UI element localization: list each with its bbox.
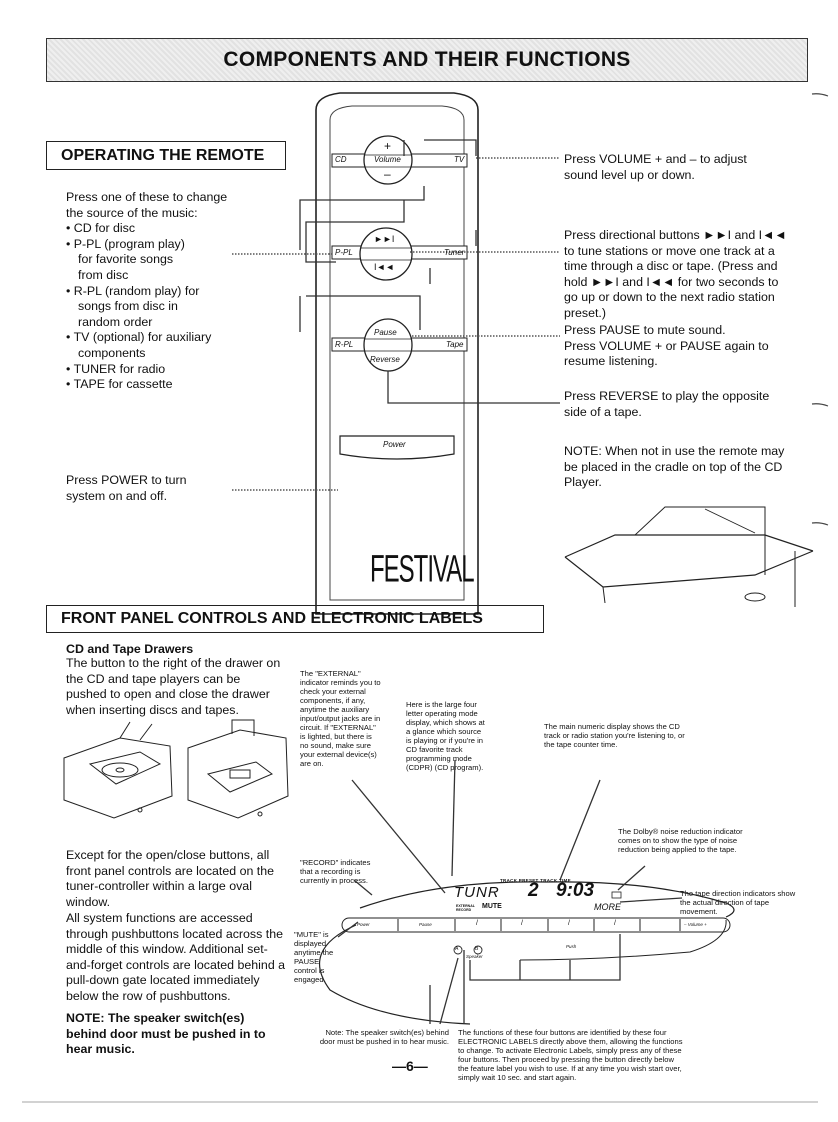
- list-item: • R-PL (random play) for songs from disc…: [66, 283, 200, 329]
- volume-button: [363, 135, 413, 185]
- list-item: • P-PL (program play) for favorite songs…: [66, 236, 185, 282]
- pause-line-2: Press VOLUME + or PAUSE again to resume …: [564, 338, 769, 369]
- remote-volume-plus[interactable]: +: [384, 139, 392, 153]
- panel-track-labels: TRACK PRESET TRACK TIME: [500, 878, 571, 883]
- remote-tuner-label[interactable]: Tuner: [444, 248, 465, 257]
- electronic-labels-annotation: The functions of these four buttons are …: [458, 1028, 683, 1082]
- button-strip-outline: [341, 917, 731, 933]
- speaker-b-switch: [473, 945, 483, 955]
- remote-brand-logo: FESTIVAL: [370, 548, 475, 592]
- pause-instruction: Press PAUSE to mute sound. Press VOLUME …: [564, 323, 784, 370]
- panel-external-record: EXTERNAL RECORD: [456, 904, 475, 912]
- remote-rpl-label[interactable]: R-PL: [335, 340, 354, 349]
- record-annotation: "RECORD" indicates that a recording is c…: [300, 858, 371, 885]
- drawer-sketches: [63, 719, 289, 819]
- panel-volume-button[interactable]: – Volume +: [684, 922, 707, 927]
- remote-reverse-label[interactable]: Reverse: [370, 355, 400, 364]
- panel-power-button[interactable]: Power: [357, 922, 370, 927]
- except-text: Except for the open/close buttons, all f…: [66, 848, 275, 909]
- remote-pause-label[interactable]: Pause: [374, 328, 397, 337]
- reverse-instruction: Press REVERSE to play the opposite side …: [564, 389, 770, 419]
- mode-display-annotation: Here is the large four letter operating …: [406, 700, 485, 772]
- remote-inner-outline: [329, 105, 465, 601]
- remote-tv-label[interactable]: TV: [454, 155, 465, 164]
- pushbuttons-text: All system functions are accessed throug…: [66, 911, 286, 1003]
- drawers-text: The button to the right of the drawer on…: [66, 656, 281, 717]
- page-number: —6—: [392, 1058, 428, 1074]
- list-item: • CD for disc: [66, 221, 136, 236]
- remote-next-label[interactable]: ►►I: [374, 234, 395, 244]
- power-button: [339, 435, 455, 460]
- source-intro: Press one of these to change the source …: [66, 190, 228, 220]
- mute-annotation: "MUTE" is displayed anytime the PAUSE co…: [294, 930, 334, 984]
- remote-tape-label[interactable]: Tape: [446, 340, 464, 349]
- panel-more-label: MORE: [594, 902, 621, 912]
- list-item: • TV (optional) for auxiliary components: [66, 330, 212, 360]
- direction-button: [359, 227, 413, 281]
- panel-speaker-label: Speaker: [466, 954, 483, 959]
- source-list: • CD for disc • P-PL (program play) for …: [66, 221, 231, 393]
- cradle-note: NOTE: When not in use the remote may be …: [564, 444, 785, 490]
- source-instructions: Press one of these to change the source …: [66, 190, 231, 393]
- panel-push-label: Push: [566, 944, 577, 949]
- pause-line-1: Press PAUSE to mute sound.: [564, 323, 726, 337]
- panel-label-button-4[interactable]: /: [614, 920, 616, 927]
- volume-instruction: Press VOLUME + and – to adjust sound lev…: [564, 152, 747, 182]
- front-panel-section-title: FRONT PANEL CONTROLS AND ELECTRONIC LABE…: [46, 605, 544, 633]
- power-instruction: Press POWER to turn system on and off.: [66, 473, 187, 503]
- remote-section-title: OPERATING THE REMOTE: [46, 141, 286, 170]
- remote-volume-label[interactable]: Volume: [374, 155, 401, 164]
- remote-cd-label[interactable]: CD: [335, 155, 347, 164]
- panel-mute-indicator: MUTE: [482, 903, 502, 910]
- numeric-display-annotation: The main numeric display shows the CD tr…: [544, 722, 685, 749]
- panel-label-button-3[interactable]: /: [568, 920, 570, 927]
- dolby-indicator: [611, 891, 622, 899]
- panel-number-display: 2: [528, 880, 539, 901]
- list-item: • TAPE for cassette: [66, 377, 173, 392]
- panel-time-display: 9:03: [556, 880, 595, 901]
- panel-label-button-2[interactable]: /: [521, 920, 523, 927]
- remote-power-label[interactable]: Power: [383, 440, 406, 449]
- drawers-heading: CD and Tape Drawers: [66, 642, 194, 656]
- speaker-a-switch: [453, 945, 463, 955]
- panel-speaker-a[interactable]: A: [455, 946, 459, 952]
- list-item: • TUNER for radio: [66, 361, 166, 376]
- dolby-annotation: The Dolby® noise reduction indicator com…: [618, 827, 743, 854]
- external-annotation: The "EXTERNAL" indicator reminds you to …: [300, 669, 381, 768]
- speaker-switch-note: NOTE: The speaker switch(es) behind door…: [66, 1011, 266, 1057]
- speaker-note-annotation: Note: The speaker switch(es) behind door…: [319, 1028, 449, 1046]
- panel-speaker-b[interactable]: B: [475, 946, 479, 952]
- direction-instruction: Press directional buttons ►►I and I◄◄ to…: [564, 228, 787, 320]
- panel-pause-button[interactable]: Pause: [419, 922, 432, 927]
- cd-player-cradle-sketch: [564, 506, 814, 607]
- remote-diagram: [232, 92, 560, 615]
- remote-volume-minus[interactable]: –: [384, 167, 391, 181]
- remote-ppl-label[interactable]: P-PL: [335, 248, 353, 257]
- page-header-banner: COMPONENTS AND THEIR FUNCTIONS: [46, 38, 808, 82]
- panel-mode-display: TUNR: [454, 884, 500, 901]
- remote-prev-label[interactable]: I◄◄: [374, 262, 395, 272]
- panel-label-button-1[interactable]: /: [476, 920, 478, 927]
- page-title: COMPONENTS AND THEIR FUNCTIONS: [223, 48, 631, 71]
